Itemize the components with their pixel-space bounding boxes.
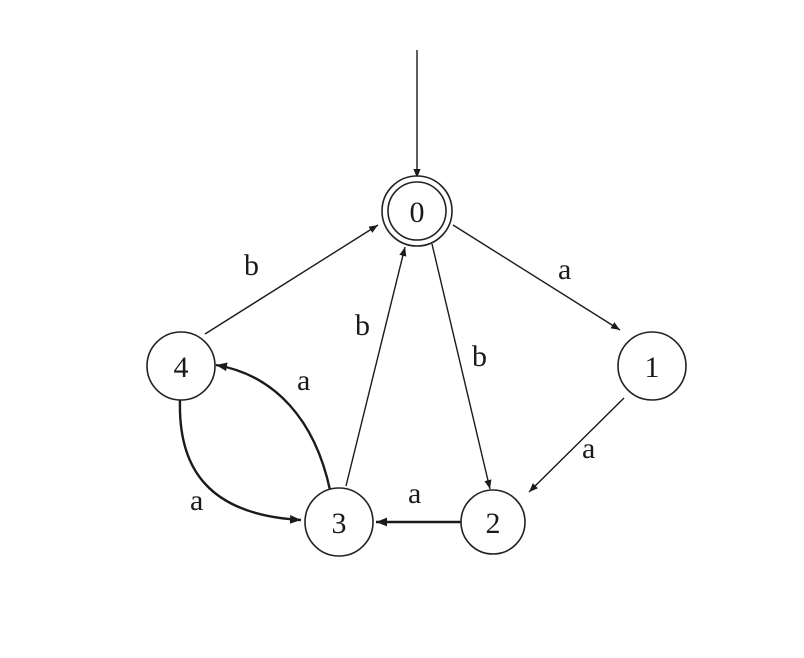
state-1: 1 bbox=[617, 331, 687, 401]
edge-label-3-4: a bbox=[297, 364, 310, 397]
edge-4-3 bbox=[178, 399, 302, 524]
state-label-0: 0 bbox=[410, 196, 425, 229]
edge-label-3-0: b bbox=[355, 309, 370, 342]
edge-4-0 bbox=[204, 224, 379, 335]
edge-3-0 bbox=[345, 246, 407, 487]
state-label-3: 3 bbox=[332, 507, 347, 540]
edge-label-1-2: a bbox=[582, 432, 595, 465]
state-0: 0 bbox=[381, 175, 453, 247]
edge-label-4-0: b bbox=[244, 249, 259, 282]
edge-3-4 bbox=[215, 362, 332, 491]
edge-1-2 bbox=[528, 397, 625, 493]
state-label-1: 1 bbox=[645, 351, 660, 384]
state-label-4: 4 bbox=[174, 351, 189, 384]
edge-label-4-3: a bbox=[190, 484, 203, 517]
state-4: 4 bbox=[146, 331, 216, 401]
state-2: 2 bbox=[460, 489, 526, 555]
edge-0-2 bbox=[431, 243, 492, 490]
edge-label-2-3: a bbox=[408, 477, 421, 510]
edge-label-0-2: b bbox=[472, 340, 487, 373]
edge-0-1 bbox=[452, 224, 621, 331]
edge-label-0-1: a bbox=[558, 253, 571, 286]
state-3: 3 bbox=[304, 487, 374, 557]
state-label-2: 2 bbox=[486, 507, 501, 540]
